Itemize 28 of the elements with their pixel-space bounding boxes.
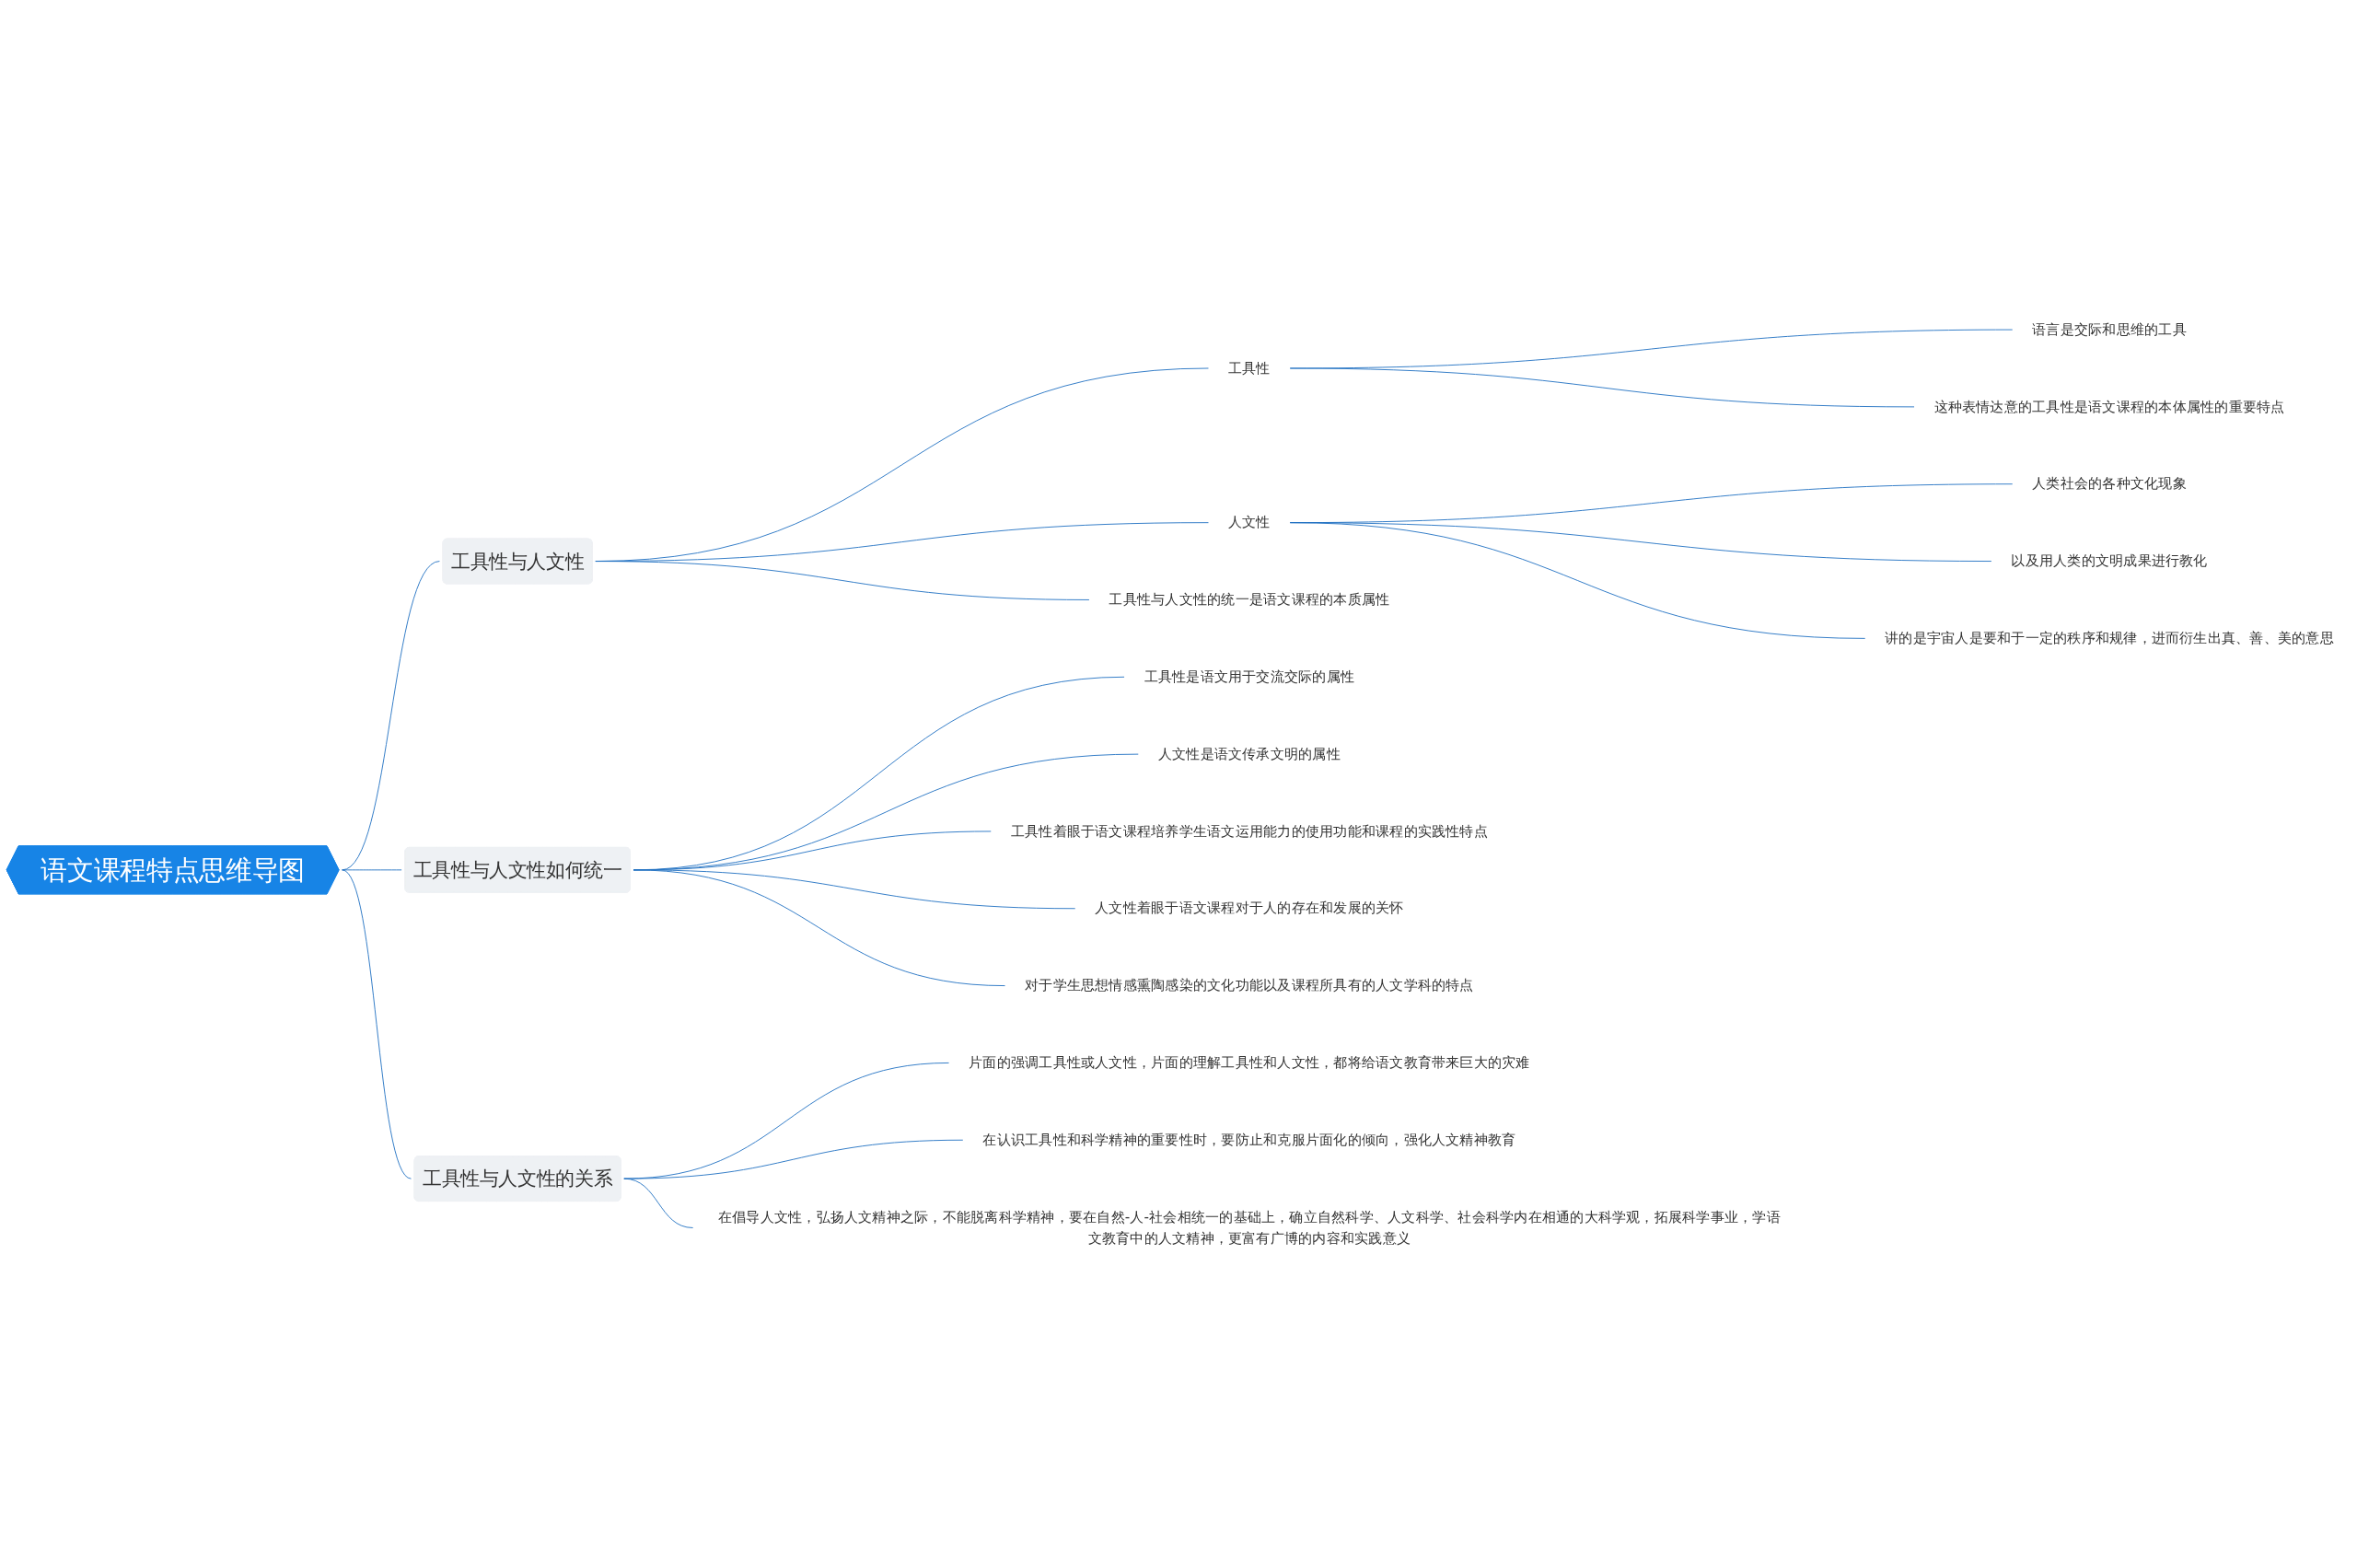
connector-line	[623, 1178, 694, 1228]
connector-line	[1289, 367, 1915, 408]
branch-topic-box: 工具性与人文性的关系	[413, 1156, 621, 1202]
topic-text: 这种表情达意的工具性是语文课程的本体属性的重要特点	[1933, 396, 2285, 418]
connector-line	[342, 869, 412, 1179]
connector-line	[1289, 522, 1866, 639]
topic-text: 工具性与人文性的统一是语文课程的本质属性	[1109, 589, 1390, 610]
topic-text: 在倡导人文性，弘扬人文精神之际，不能脱离科学精神，要在自然-人-社会相统一的基础上，确立自然科学、人文科学、社会科学内在相通的大科学观，拓展科学事业，学语文教育中的人文精神，更富有广博的内容和实践意义	[713, 1206, 1786, 1249]
topic-text: 人文性	[1228, 512, 1271, 534]
topic-text: 工具性	[1228, 357, 1271, 379]
branch-topic-box: 工具性与人文性如何统一	[404, 846, 631, 893]
topic-text: 语言是交际和思维的工具	[2032, 319, 2187, 341]
topic-text: 片面的强调工具性或人文性，片面的理解工具性和人文性，都将给语文教育带来巨大的灾难	[969, 1052, 1530, 1074]
connector-line	[595, 561, 1090, 600]
topic-text: 在认识工具性和科学精神的重要性时，要防止和克服片面化的倾向，强化人文精神教育	[982, 1129, 1516, 1151]
root-topic-hexagon: 语文课程特点思维导图	[6, 845, 340, 895]
branch-topic-box: 工具性与人文性	[442, 538, 593, 585]
topic-text: 人文性着眼于语文课程对于人的存在和发展的关怀	[1095, 898, 1404, 920]
topic-text: 人类社会的各种文化现象	[2032, 473, 2187, 495]
topic-text: 对于学生思想情感熏陶感染的文化功能以及课程所具有的人文学科的特点	[1025, 975, 1474, 996]
topic-text: 以及用人类的文明成果进行教化	[2011, 551, 2208, 572]
topic-text: 工具性着眼于语文课程培养学生语文运用能力的使用功能和课程的实践性特点	[1010, 820, 1488, 842]
topic-text: 讲的是宇宙人是要和于一定的秩序和规律，进而衍生出真、善、美的意思	[1885, 627, 2334, 649]
topic-text: 工具性是语文用于交流交际的属性	[1144, 666, 1355, 688]
connector-line	[342, 869, 402, 871]
connector-line	[633, 869, 1005, 987]
connector-line	[623, 1139, 964, 1179]
topic-text: 人文性是语文传承文明的属性	[1157, 743, 1341, 765]
